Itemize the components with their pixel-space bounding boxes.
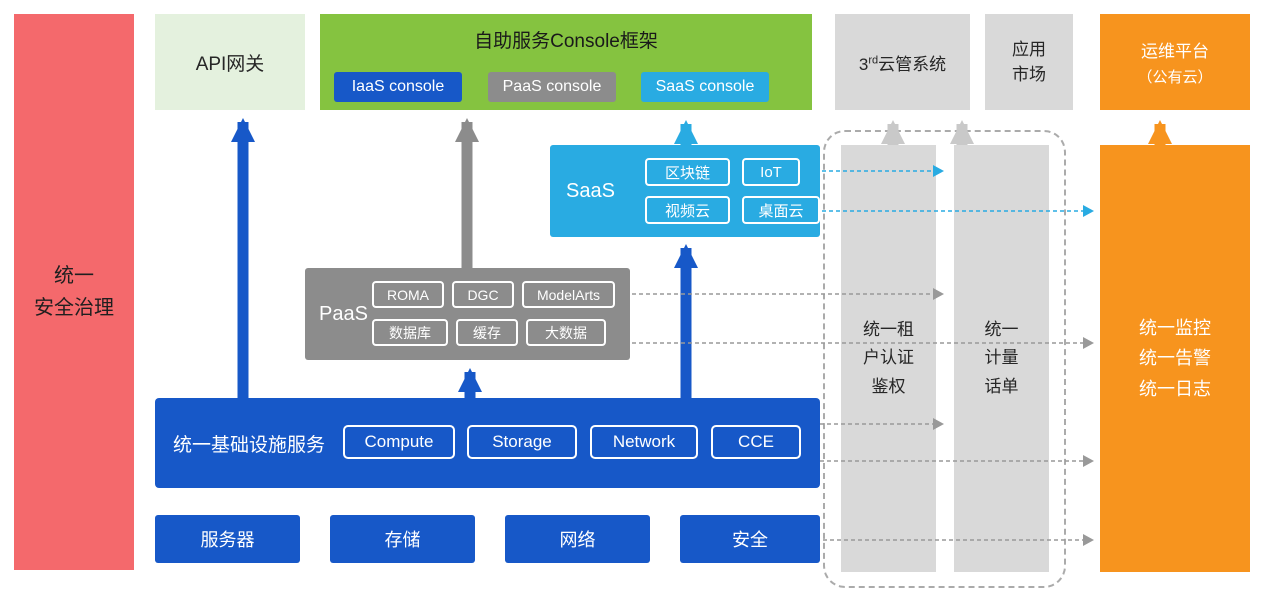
paas-item-dgc: DGC (452, 281, 514, 308)
ops-platform-line2: （公有云） (1137, 69, 1213, 86)
bottom-box-security: 安全 (680, 515, 820, 563)
saas-item-iot: IoT (742, 158, 800, 186)
paas-item-bigdata: 大数据 (526, 319, 606, 346)
api-gateway-box: API网关 (155, 14, 305, 110)
paas-item-roma: ROMA (372, 281, 444, 308)
paas-box: PaaS ROMA DGC ModelArts 数据库 缓存 大数据 (305, 268, 630, 360)
infra-item-storage: Storage (467, 425, 577, 459)
infra-item-compute: Compute (343, 425, 455, 459)
bottom-box-network: 网络 (505, 515, 650, 563)
ops-platform-box: 运维平台 （公有云） (1100, 14, 1250, 110)
saas-label: SaaS (566, 179, 615, 202)
iaas-console-chip: IaaS console (334, 72, 462, 102)
bottom-box-storage: 存储 (330, 515, 475, 563)
infrastructure-label: 统一基础设施服务 (173, 434, 326, 456)
paas-item-cache: 缓存 (456, 319, 518, 346)
app-market-box: 应用 市场 (985, 14, 1073, 110)
bottom-box-server: 服务器 (155, 515, 300, 563)
infra-item-cce: CCE (711, 425, 801, 459)
infrastructure-box: 统一基础设施服务 Compute Storage Network CCE (155, 398, 820, 488)
third-party-cloud-label: 3rd云管系统 (858, 53, 947, 74)
saas-console-chip: SaaS console (641, 72, 769, 102)
third-party-cloud-box: 3rd云管系统 (835, 14, 970, 110)
metering-bar: 统一 计量 话单 (954, 145, 1049, 572)
paas-item-modelarts: ModelArts (522, 281, 615, 308)
saas-box: SaaS 区块链 IoT 视频云 桌面云 (550, 145, 820, 237)
paas-console-chip: PaaS console (488, 72, 616, 102)
tenant-auth-bar: 统一租 户认证 鉴权 (841, 145, 936, 572)
paas-label: PaaS (319, 302, 368, 325)
paas-item-database: 数据库 (372, 319, 448, 346)
console-framework-title: 自助服务Console框架 (474, 31, 658, 52)
console-framework-box: 自助服务Console框架 IaaS console PaaS console … (320, 14, 812, 110)
saas-item-video-cloud: 视频云 (645, 196, 730, 224)
monitoring-bar: 统一监控 统一告警 统一日志 (1100, 145, 1250, 572)
infra-item-network: Network (590, 425, 698, 459)
saas-item-blockchain: 区块链 (645, 158, 730, 186)
security-governance-bar: 统一 安全治理 (14, 14, 134, 570)
ops-platform-line1: 运维平台 (1141, 42, 1209, 61)
saas-item-desktop-cloud: 桌面云 (742, 196, 820, 224)
common-services-dashed-frame (823, 130, 1066, 588)
